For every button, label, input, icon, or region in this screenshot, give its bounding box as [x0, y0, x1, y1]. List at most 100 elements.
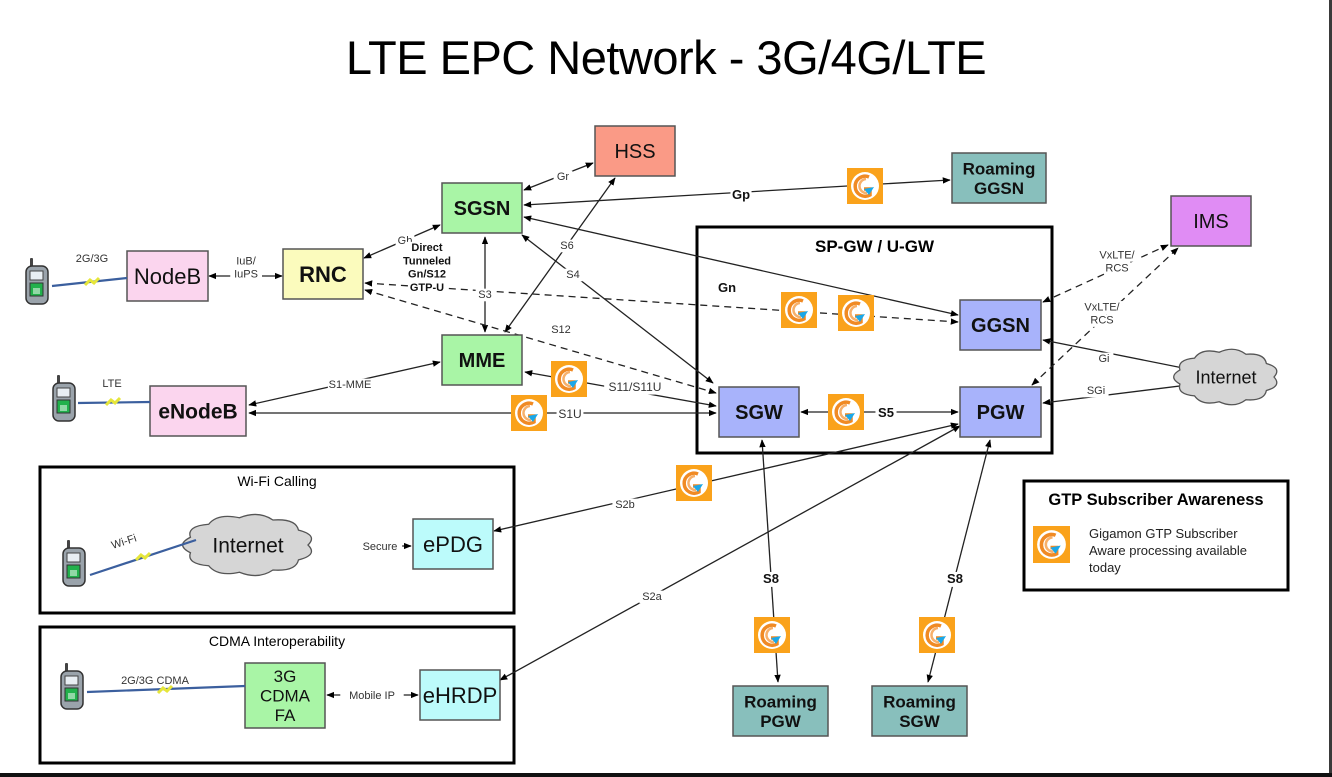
node-ggsn[interactable]: GGSN [959, 299, 1042, 351]
cloud-internet-wifi[interactable]: Internet [181, 513, 313, 577]
node-box [441, 182, 523, 234]
interface-label-text: S8 [763, 571, 779, 586]
node-box [871, 685, 968, 737]
node-sgw[interactable]: SGW [718, 386, 800, 438]
legend-text: today [1089, 560, 1121, 575]
interface-label-gr: Gr [553, 170, 573, 184]
label-bg [944, 571, 966, 587]
interface-label-s8-sgw: S8 [944, 571, 966, 587]
legend-text: Gigamon GTP Subscriber [1089, 526, 1238, 541]
node-label: Roaming [883, 692, 956, 711]
interface-label-text: Gn [718, 280, 736, 295]
node-box [718, 386, 800, 438]
node-box [126, 250, 209, 302]
label-bg [408, 281, 446, 295]
group-cdma-interop: CDMA Interoperability [38, 625, 516, 765]
node-box [951, 152, 1047, 204]
gigamon-gtp-icon[interactable] [676, 465, 712, 501]
node-pgw[interactable]: PGW [959, 386, 1042, 438]
node-epdg[interactable]: ePDG [412, 518, 494, 570]
interface-label-text: Gr [557, 171, 570, 183]
node-mme[interactable]: MME [441, 334, 523, 386]
interface-label-text: S1U [558, 407, 581, 421]
cloud-internet-main[interactable]: Internet [1173, 348, 1278, 406]
gigamon-gtp-icon[interactable] [781, 292, 817, 328]
interface-label-text: Secure [363, 541, 398, 553]
interface-label-s2a: S2a [639, 590, 665, 604]
gigamon-gtp-icon[interactable] [754, 617, 790, 653]
node-label: HSS [614, 141, 655, 163]
interface-label-mobile-ip: Mobile IP [340, 689, 404, 703]
interface-label-s1-mme: S1-MME [327, 378, 373, 392]
interface-label-text: VxLTE/ [1099, 249, 1135, 261]
interface-label-text: Direct [411, 242, 443, 254]
node-box [412, 518, 494, 570]
node-label: MME [459, 350, 506, 372]
gigamon-gtp-icon[interactable] [511, 395, 547, 431]
radio-link-label: 2G/3G CDMA [121, 675, 190, 687]
label-bg [327, 378, 373, 392]
gigamon-gtp-icon[interactable] [828, 394, 864, 430]
node-box [149, 385, 247, 437]
interface-label-text: IuB/ [236, 255, 257, 267]
gigamon-gtp-icon[interactable] [838, 295, 874, 331]
interface-label-s8-pgw: S8 [760, 571, 782, 587]
interface-label-text: S2b [615, 499, 635, 511]
label-bg [760, 571, 782, 587]
device-ue-2g3g: 2G/3G [25, 253, 128, 305]
legend-title: GTP Subscriber Awareness [1048, 491, 1263, 509]
device-ue-cdma: 2G/3G CDMA [60, 663, 246, 710]
group-title: CDMA Interoperability [209, 633, 345, 649]
gigamon-gtp-icon[interactable] [847, 168, 883, 204]
gigamon-gtp-icon[interactable] [919, 617, 955, 653]
interface-label-text: Mobile IP [349, 690, 395, 702]
node-label: CDMA [260, 687, 311, 706]
node-sgsn[interactable]: SGSN [441, 182, 523, 234]
node-ehrdp[interactable]: eHRDP [419, 669, 501, 721]
label-bg [604, 380, 666, 395]
radio-link-label: 2G/3G [76, 253, 108, 265]
node-box [594, 125, 676, 177]
gigamon-gtp-icon [1033, 526, 1070, 563]
interface-label-secure: Secure [357, 540, 403, 554]
node-box [959, 386, 1042, 438]
label-bg [475, 288, 495, 302]
label-bg [730, 187, 752, 203]
interface-label-text: Gp [732, 187, 750, 202]
label-bg [404, 241, 450, 255]
node-ims[interactable]: IMS [1170, 195, 1252, 247]
interface-label-s5: S5 [875, 405, 897, 421]
node-box [419, 669, 501, 721]
node-label: eHRDP [423, 683, 498, 708]
label-bg [230, 255, 262, 268]
node-label: Roaming [963, 159, 1036, 178]
mobile-phone-icon [52, 375, 76, 422]
node-nodeb[interactable]: NodeB [126, 250, 209, 302]
interface-label-s6: S6 [557, 239, 577, 253]
node-label: FA [275, 706, 296, 725]
interface-label-text: RCS [1090, 315, 1113, 327]
interface-label-text: S2a [642, 591, 662, 603]
label-bg [1094, 352, 1114, 366]
interface-label-vxlte-2: VxLTE/RCS [1079, 301, 1125, 327]
interface-label-text: S1-MME [329, 379, 372, 391]
node-label: PGW [977, 402, 1025, 424]
node-rnc[interactable]: RNC [282, 248, 364, 300]
node-label: GGSN [974, 179, 1024, 198]
label-bg [340, 689, 404, 703]
diagram-title: LTE EPC Network - 3G/4G/LTE [345, 31, 987, 84]
label-bg [563, 268, 583, 282]
label-bg [639, 590, 665, 604]
edge-s4 [521, 234, 714, 384]
node-label: IMS [1193, 211, 1229, 233]
node-enodeb[interactable]: eNodeB [149, 385, 247, 437]
node-hss[interactable]: HSS [594, 125, 676, 177]
legend-text: Aware processing available [1089, 543, 1247, 558]
gigamon-gtp-icon[interactable] [551, 361, 587, 397]
